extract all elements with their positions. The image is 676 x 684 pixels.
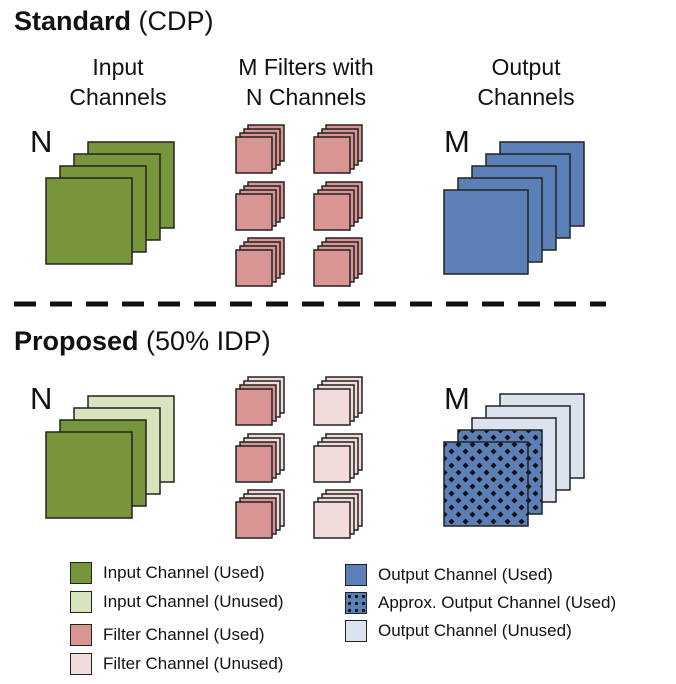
proposed-filter-right-1-layer-1 — [313, 388, 351, 426]
filters-heading-line1: M Filters with — [238, 54, 374, 80]
output-heading-line2: Channels — [477, 84, 575, 110]
proposed-filter-left-1-layer-1 — [235, 388, 273, 426]
standard-title-bold: Standard — [14, 6, 132, 36]
proposed-output-count-label: M — [444, 381, 470, 416]
legend-label-input-used: Input Channel (Used) — [103, 563, 265, 582]
standard-filter-left-2 — [235, 181, 285, 231]
standard-input-count-label: N — [30, 124, 53, 159]
proposed-filter-left-2 — [235, 433, 285, 483]
proposed-output-stack-layer-1 — [443, 441, 529, 527]
legend-label-output-approx: Approx. Output Channel (Used) — [378, 593, 617, 612]
standard-filter-left-1-layer-1 — [235, 136, 273, 174]
proposed-title-bold: Proposed — [14, 326, 139, 356]
standard-output-stack — [443, 141, 585, 275]
legend-label-input-unused: Input Channel (Unused) — [103, 592, 284, 611]
legend-output-used: Output Channel (Used) — [345, 564, 553, 586]
legend-label-filter-unused: Filter Channel (Unused) — [103, 654, 284, 673]
standard-input-stack — [45, 141, 175, 265]
proposed-output-stack — [443, 393, 585, 527]
input-heading-line1: Input — [92, 54, 144, 80]
standard-filter-right-2 — [313, 181, 363, 231]
legend-label-filter-used: Filter Channel (Used) — [103, 625, 265, 644]
standard-input-stack-layer-1 — [45, 177, 133, 265]
legend-input-unused: Input Channel (Unused) — [70, 591, 284, 613]
standard-filter-left-3 — [235, 237, 285, 287]
proposed-filter-left-3 — [235, 489, 285, 539]
proposed-title: Proposed (50% IDP) — [14, 326, 271, 357]
legend-output-approx: Approx. Output Channel (Used) — [345, 592, 616, 614]
standard-output-stack-layer-1 — [443, 189, 529, 275]
proposed-input-count-label: N — [30, 381, 53, 416]
legend-label-output-used: Output Channel (Used) — [378, 565, 553, 584]
legend-swatch-output-unused — [345, 620, 367, 642]
channel-stacks — [45, 124, 585, 539]
proposed-filter-right-3 — [313, 489, 363, 539]
proposed-filter-left-1 — [235, 376, 285, 426]
legend-swatch-output-approx — [345, 592, 367, 614]
standard-filter-right-3-layer-1 — [313, 249, 351, 287]
legend-output-unused: Output Channel (Unused) — [345, 620, 572, 642]
filters-heading-line2: N Channels — [245, 84, 367, 110]
standard-filter-right-1-layer-1 — [313, 136, 351, 174]
proposed-input-stack — [45, 395, 175, 519]
standard-filter-left-2-layer-1 — [235, 193, 273, 231]
standard-title: Standard (CDP) — [14, 6, 214, 37]
output-channels-heading: Output Channels — [446, 52, 606, 112]
standard-filter-right-3 — [313, 237, 363, 287]
legend-label-output-unused: Output Channel (Unused) — [378, 621, 572, 640]
legend-swatch-input-unused — [70, 591, 92, 613]
legend-swatch-output-used — [345, 564, 367, 586]
standard-filter-right-2-layer-1 — [313, 193, 351, 231]
legend-swatch-filter-unused — [70, 653, 92, 675]
input-heading-line2: Channels — [69, 84, 167, 110]
proposed-filter-right-1 — [313, 376, 363, 426]
legend-input-used: Input Channel (Used) — [70, 562, 265, 584]
proposed-filter-left-2-layer-1 — [235, 445, 273, 483]
legend-filter-unused: Filter Channel (Unused) — [70, 653, 283, 675]
standard-filter-left-1 — [235, 124, 285, 174]
standard-output-count-label: M — [444, 124, 470, 159]
standard-title-rest: (CDP) — [138, 6, 214, 36]
proposed-title-rest: (50% IDP) — [146, 326, 271, 356]
standard-filter-right-1 — [313, 124, 363, 174]
legend-swatch-filter-used — [70, 624, 92, 646]
standard-filter-left-3-layer-1 — [235, 249, 273, 287]
proposed-filter-right-2-layer-1 — [313, 445, 351, 483]
proposed-filter-left-3-layer-1 — [235, 501, 273, 539]
proposed-input-stack-layer-1 — [45, 431, 133, 519]
proposed-filter-right-3-layer-1 — [313, 501, 351, 539]
legend-swatch-input-used — [70, 562, 92, 584]
output-heading-line1: Output — [491, 54, 561, 80]
proposed-filter-right-2 — [313, 433, 363, 483]
input-channels-heading: Input Channels — [40, 52, 196, 112]
legend-filter-used: Filter Channel (Used) — [70, 624, 265, 646]
filters-heading: M Filters with N Channels — [216, 52, 396, 112]
